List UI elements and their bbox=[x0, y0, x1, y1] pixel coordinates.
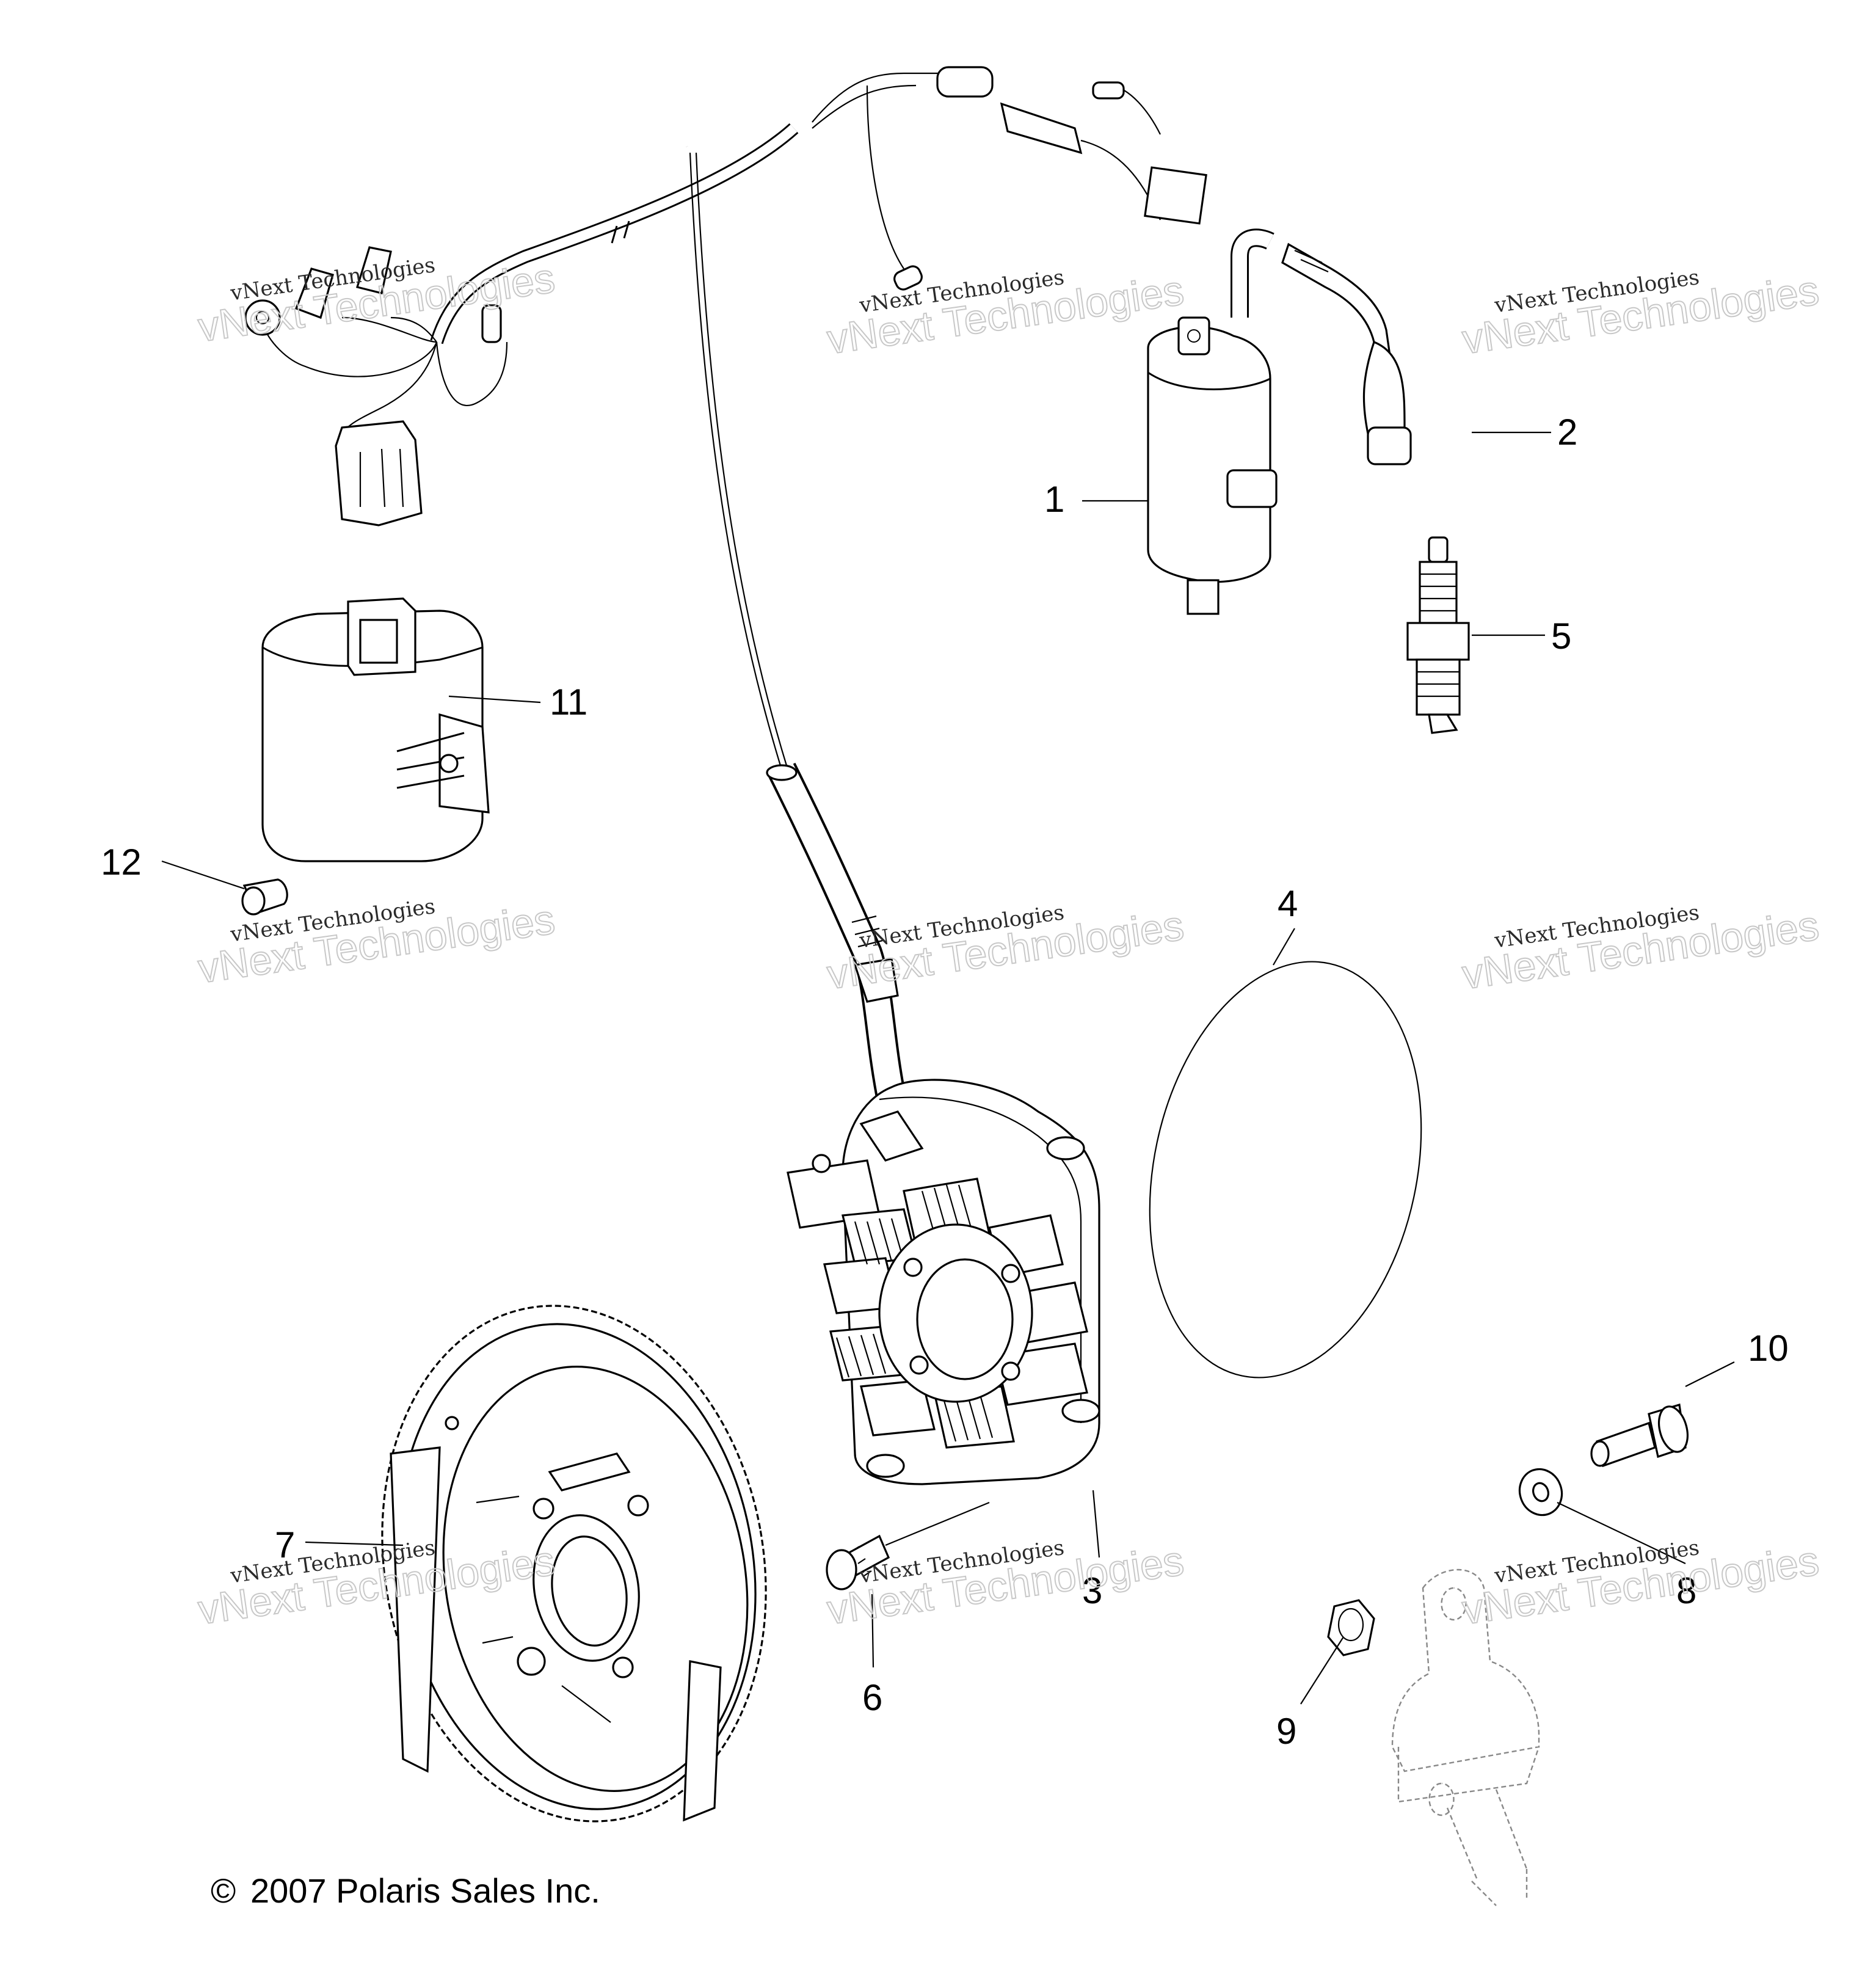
callout-6: 6 bbox=[862, 1677, 882, 1718]
screw-6 bbox=[826, 1534, 890, 1590]
watermark: vNext Technologies vNext Technologies bbox=[1459, 900, 1822, 999]
cdi-module bbox=[261, 597, 490, 862]
callout-10: 10 bbox=[1748, 1328, 1789, 1369]
copyright-symbol: © bbox=[211, 1871, 236, 1910]
screw-12 bbox=[241, 878, 288, 916]
stator-coils bbox=[787, 1159, 1088, 1449]
callouts: 1 2 3 4 5 6 7 8 9 10 11 12 bbox=[101, 412, 1789, 1752]
watermark: vNext Technologies vNext Technologies bbox=[1459, 1535, 1822, 1634]
spark-plug-boot bbox=[1281, 242, 1412, 465]
callout-8: 8 bbox=[1676, 1570, 1696, 1611]
ignition-coil bbox=[1147, 228, 1278, 615]
callout-9: 9 bbox=[1276, 1711, 1296, 1752]
callout-5: 5 bbox=[1551, 616, 1571, 657]
copyright: © 2007 Polaris Sales Inc. bbox=[211, 1871, 600, 1910]
flywheel bbox=[381, 1305, 767, 1823]
callout-3: 3 bbox=[1082, 1570, 1102, 1611]
callout-1: 1 bbox=[1044, 479, 1064, 520]
ghost-mount bbox=[1391, 1568, 1540, 1906]
callout-4: 4 bbox=[1278, 883, 1298, 924]
wire-harness bbox=[244, 66, 1207, 770]
callout-7: 7 bbox=[275, 1524, 295, 1565]
stator-lead bbox=[766, 762, 907, 1102]
callout-12: 12 bbox=[101, 842, 142, 883]
callout-2: 2 bbox=[1557, 412, 1577, 453]
leader-lines bbox=[161, 431, 1735, 1705]
copyright-text: 2007 Polaris Sales Inc. bbox=[250, 1871, 600, 1910]
bolt-10 bbox=[1590, 1403, 1689, 1468]
gasket bbox=[1149, 961, 1422, 1379]
watermark: vNext Technologies vNext Technologies bbox=[1459, 265, 1822, 363]
nut-9 bbox=[1327, 1599, 1375, 1656]
callout-11: 11 bbox=[550, 682, 587, 723]
watermark: vNext Technologies vNext Technologies bbox=[824, 900, 1187, 999]
spark-plug bbox=[1406, 536, 1470, 734]
washer-8 bbox=[1518, 1468, 1563, 1517]
watermark: vNext Technologies vNext Technologies bbox=[824, 1535, 1187, 1634]
watermark: vNext Technologies vNext Technologies bbox=[824, 265, 1187, 363]
stator bbox=[787, 1079, 1100, 1485]
